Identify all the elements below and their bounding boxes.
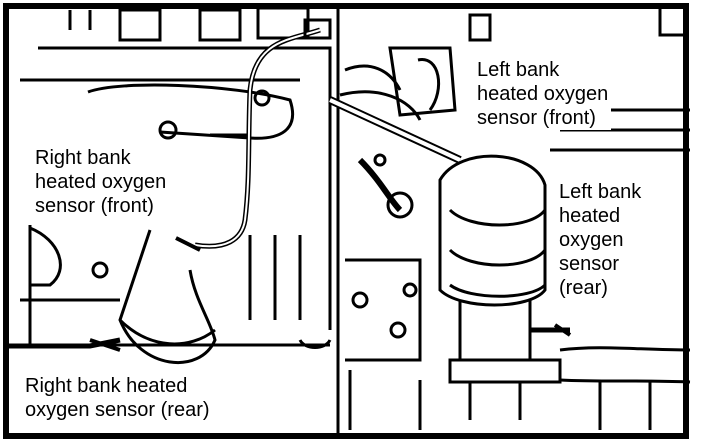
- left-bank-catalytic-converter: [438, 154, 572, 362]
- left-bank-rear-sensor-label: Left bank heated oxygen sensor (rear): [556, 180, 645, 300]
- left-bank-front-line-1: Left bank: [477, 59, 560, 81]
- right-bank-engine-block: [20, 6, 332, 349]
- left-bank-rear-line-5: (rear): [559, 277, 608, 299]
- left-bank-front-line-2: heated oxygen: [477, 83, 609, 105]
- right-bank-exhaust-pipe: [8, 229, 217, 364]
- left-bank-rear-line-4: sensor: [559, 253, 620, 275]
- left-bank-front-sensor-label: Left bank heated oxygen sensor (front): [474, 58, 612, 130]
- right-bank-rear-sensor-label: Right bank heated oxygen sensor (rear): [22, 374, 213, 422]
- right-bank-rear-line-2: oxygen sensor (rear): [25, 399, 210, 421]
- right-bank-front-line-1: Right bank: [35, 147, 131, 169]
- left-bank-front-sensor-wire: [328, 96, 462, 219]
- right-bank-front-line-3: sensor (front): [35, 195, 154, 217]
- left-bank-rear-line-3: oxygen: [559, 229, 624, 251]
- left-bank-engine-block: [339, 3, 691, 430]
- right-bank-rear-line-1: Right bank heated: [25, 375, 188, 397]
- right-bank-front-sensor-label: Right bank heated oxygen sensor (front): [32, 146, 170, 218]
- left-bank-rear-line-2: heated: [559, 205, 621, 227]
- figure-frame: [3, 3, 689, 439]
- left-bank-rear-line-1: Left bank: [559, 181, 642, 203]
- left-bank-front-line-3: sensor (front): [477, 107, 596, 129]
- right-bank-front-sensor-wire: [175, 18, 332, 252]
- right-bank-front-line-2: heated oxygen: [35, 171, 167, 193]
